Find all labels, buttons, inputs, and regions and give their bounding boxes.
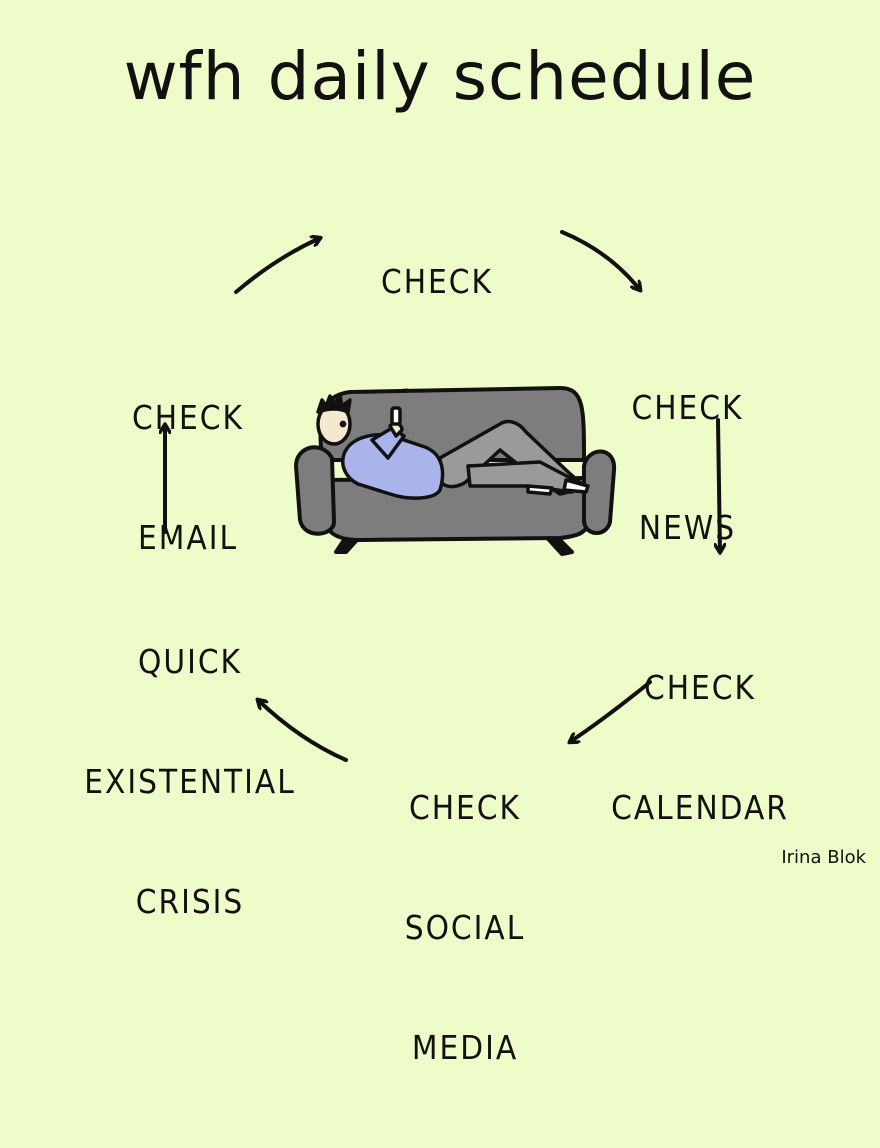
artist-signature: Irina Blok bbox=[781, 847, 866, 868]
person bbox=[316, 394, 590, 500]
step-line: CRISIS bbox=[135, 882, 245, 921]
step-line: QUICK bbox=[137, 642, 243, 681]
person-foot-left bbox=[562, 478, 590, 494]
person-shirt bbox=[341, 433, 445, 500]
step-check-email: CHECK EMAIL bbox=[118, 318, 258, 638]
arrow-news-to-calendar bbox=[718, 418, 720, 552]
couch-armrest-right bbox=[582, 449, 617, 535]
illustration bbox=[0, 230, 880, 762]
comic-title: wfh daily schedule bbox=[123, 38, 757, 115]
comic-panel: wfh daily schedule CHECK CHAT CHECK NEWS… bbox=[0, 38, 880, 1067]
step-line: MEDIA bbox=[411, 1028, 519, 1067]
step-line: CALENDAR bbox=[611, 788, 789, 827]
phone-icon bbox=[390, 406, 402, 426]
person-foot-right bbox=[526, 484, 554, 496]
arrow-social-to-crisis bbox=[258, 700, 348, 762]
person-hair bbox=[316, 394, 352, 414]
step-line: CHECK bbox=[380, 262, 494, 301]
step-line: CHECK bbox=[631, 388, 744, 427]
step-line: CHECK bbox=[131, 398, 245, 437]
person-eye bbox=[339, 420, 347, 428]
step-line: CHECK bbox=[643, 668, 757, 707]
step-check-calendar: CHECK CALENDAR bbox=[600, 588, 800, 908]
step-line: EMAIL bbox=[138, 518, 238, 557]
arrow-email-to-chat bbox=[234, 238, 320, 294]
couch-armrest-left bbox=[294, 445, 336, 536]
step-line: SOCIAL bbox=[404, 908, 526, 947]
step-line: EXISTENTIAL bbox=[84, 762, 296, 801]
arrow-chat-to-news bbox=[560, 230, 640, 290]
step-line: CHECK bbox=[408, 788, 522, 827]
arrow-calendar-to-social bbox=[570, 680, 652, 742]
